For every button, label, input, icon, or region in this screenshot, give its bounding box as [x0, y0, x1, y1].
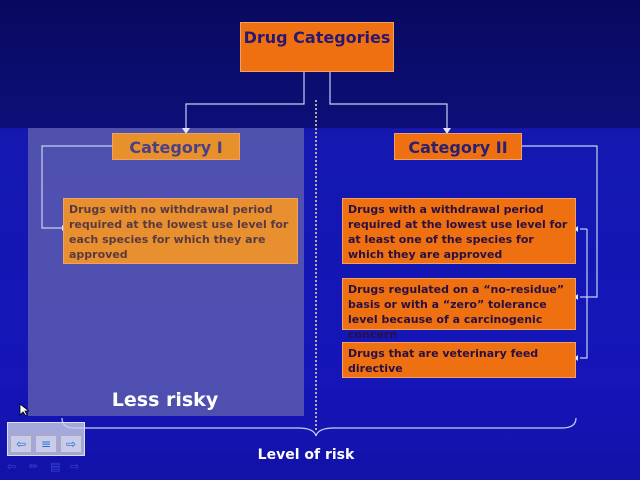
level-of-risk-label: Level of risk [257, 447, 355, 463]
forward-arrow-icon[interactable]: ⇨ [70, 460, 80, 473]
next-slide-button[interactable]: ⇨ [60, 435, 82, 453]
pen-icon[interactable]: ✏ [29, 460, 39, 473]
screen-icon[interactable]: ▤ [50, 460, 61, 473]
drug-categories-title: Drug Categories [240, 22, 394, 72]
slide-menu-button[interactable]: ≡ [35, 435, 57, 453]
mouse-cursor-icon [19, 403, 29, 417]
category-2-item: Drugs with a withdrawal period required … [342, 198, 576, 264]
previous-slide-button[interactable]: ⇦ [10, 435, 32, 453]
category-1-label: Category I [112, 133, 240, 160]
category-2-label: Category II [394, 133, 522, 160]
back-arrow-icon[interactable]: ⇦ [7, 460, 17, 473]
category-2-item: Drugs that are veterinary feed directive [342, 342, 576, 378]
category-1-panel [28, 128, 304, 416]
category-2-item: Drugs regulated on a “no-residue” basis … [342, 278, 576, 341]
less-risky-label: Less risky [111, 389, 219, 411]
slide-viewer-toolbar: ⇦ ≡ ⇨ [7, 422, 85, 456]
category-1-description: Drugs with no withdrawal period required… [63, 198, 298, 264]
